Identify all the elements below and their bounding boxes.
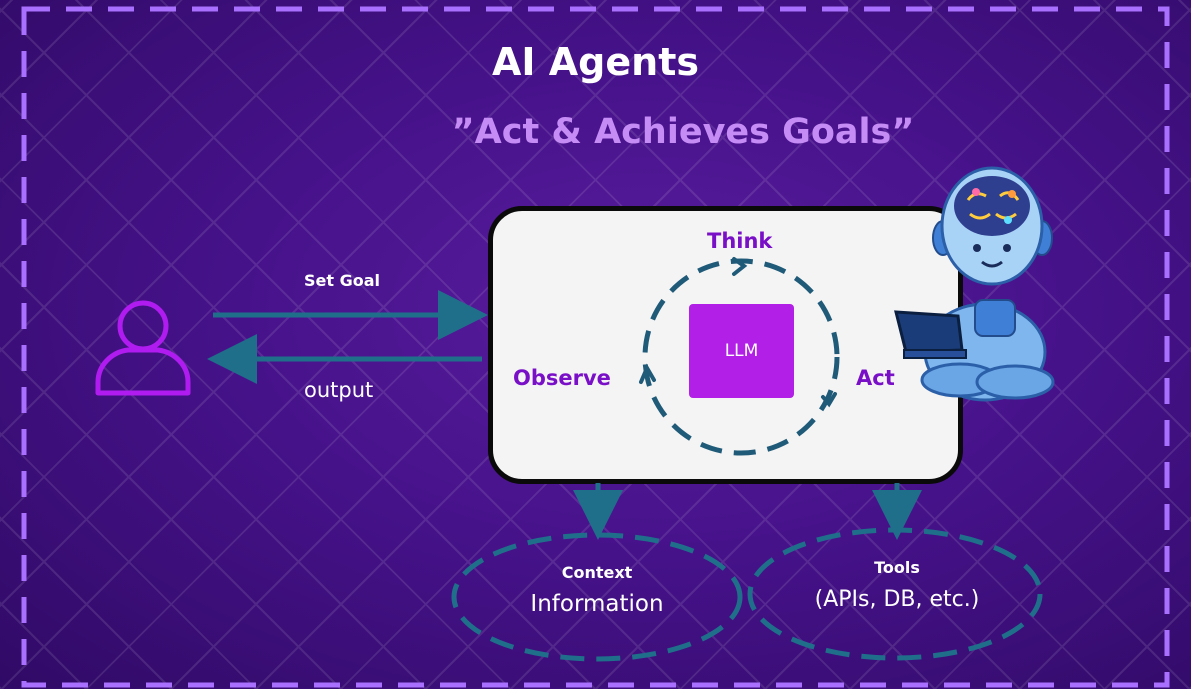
tools-subtitle: (APIs, DB, etc.) xyxy=(814,587,980,612)
loop-label-observe: Observe xyxy=(513,366,611,390)
context-title: Context xyxy=(561,563,633,582)
output-label: output xyxy=(304,378,374,402)
loop-label-act: Act xyxy=(856,366,895,390)
llm-core: LLM xyxy=(689,304,794,398)
context-subtitle: Information xyxy=(530,591,664,617)
page-title: AI Agents xyxy=(492,40,699,84)
page-subtitle: ”Act & Achieves Goals” xyxy=(451,112,915,152)
loop-label-think: Think xyxy=(707,229,773,253)
tools-title: Tools xyxy=(874,558,920,577)
set-goal-label: Set Goal xyxy=(304,271,380,290)
